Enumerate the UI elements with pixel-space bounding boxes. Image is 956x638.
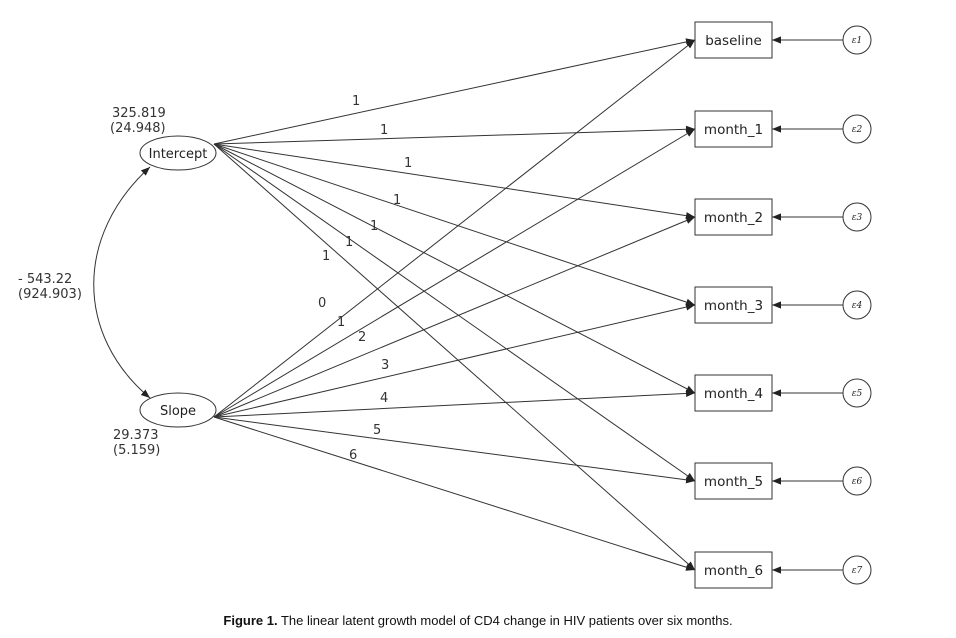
intercept-path: [213, 143, 696, 220]
observed-node: month_3: [694, 286, 773, 324]
intercept-loading: 1: [404, 156, 412, 171]
intercept-path: [213, 143, 696, 571]
error-node: ε6: [772, 466, 872, 496]
observed-label: baseline: [705, 33, 762, 49]
slope-path: [213, 128, 696, 418]
intercept-path: [213, 143, 696, 482]
intercept-estimate: 325.819: [112, 106, 166, 121]
slope-path: [213, 216, 696, 418]
observed-node: baseline: [694, 21, 773, 59]
slope-path: [213, 416, 696, 571]
error-label: ε2: [852, 125, 863, 135]
covariance-estimate: - 543.22: [18, 272, 72, 287]
observed-layer: baseline ε1 month_1 ε2 month_2 ε3 month_3 ε4 mon…: [694, 21, 872, 589]
slope-label: Slope: [160, 404, 196, 419]
error-node: ε1: [772, 25, 872, 55]
error-label: ε4: [852, 301, 863, 311]
observed-label: month_5: [704, 474, 763, 490]
covariance-arc: [93, 166, 151, 399]
observed-node: month_6: [694, 551, 773, 589]
observed-label: month_4: [704, 386, 763, 402]
error-node: ε5: [772, 378, 872, 408]
intercept-loading: 1: [352, 94, 360, 109]
slope-node: Slope: [139, 392, 217, 428]
slope-path: [213, 303, 696, 418]
slope-loading: 3: [381, 358, 389, 373]
covariance-se: (924.903): [18, 287, 82, 302]
figure-caption: Figure 1. The linear latent growth model…: [0, 613, 956, 628]
slope-path: [213, 39, 696, 418]
intercept-loading: 1: [345, 235, 353, 250]
intercept-se: (24.948): [110, 121, 166, 136]
intercept-loading: 1: [393, 193, 401, 208]
error-label: ε3: [852, 213, 863, 223]
slope-se: (5.159): [113, 443, 160, 458]
caption-text: The linear latent growth model of CD4 ch…: [277, 613, 733, 628]
error-node: ε3: [772, 202, 872, 232]
observed-node: month_2: [694, 198, 773, 236]
caption-prefix: Figure 1.: [223, 613, 278, 628]
slope-loading: 1: [337, 315, 345, 330]
slope-loading: 4: [380, 391, 388, 406]
slope-loading: 2: [358, 330, 366, 345]
observed-node: month_4: [694, 374, 773, 412]
error-label: ε5: [852, 389, 863, 399]
observed-label: month_1: [704, 122, 763, 138]
error-label: ε1: [852, 36, 863, 46]
error-node: ε7: [772, 555, 872, 585]
intercept-loading: 1: [380, 123, 388, 138]
slope-loading: 0: [318, 296, 326, 311]
intercept-loading: 1: [370, 219, 378, 234]
observed-node: month_1: [694, 110, 773, 148]
intercept-loading: 1: [322, 249, 330, 264]
intercept-label: Intercept: [149, 147, 208, 162]
intercept-path: [213, 143, 696, 394]
observed-node: month_5: [694, 462, 773, 500]
intercept-node: Intercept: [139, 135, 217, 171]
slope-path: [213, 389, 696, 418]
intercept-path: [213, 143, 696, 306]
slope-estimate: 29.373: [113, 428, 159, 443]
observed-label: month_2: [704, 210, 763, 226]
error-label: ε7: [852, 566, 863, 576]
observed-label: month_6: [704, 563, 763, 579]
intercept-path: [213, 125, 696, 145]
slope-loading: 6: [349, 448, 357, 463]
slope-path: [213, 416, 696, 484]
error-label: ε6: [852, 477, 863, 487]
error-node: ε4: [772, 290, 872, 320]
intercept-path: [213, 38, 696, 145]
error-node: ε2: [772, 114, 872, 144]
slope-loading: 5: [373, 423, 381, 438]
observed-label: month_3: [704, 298, 763, 314]
